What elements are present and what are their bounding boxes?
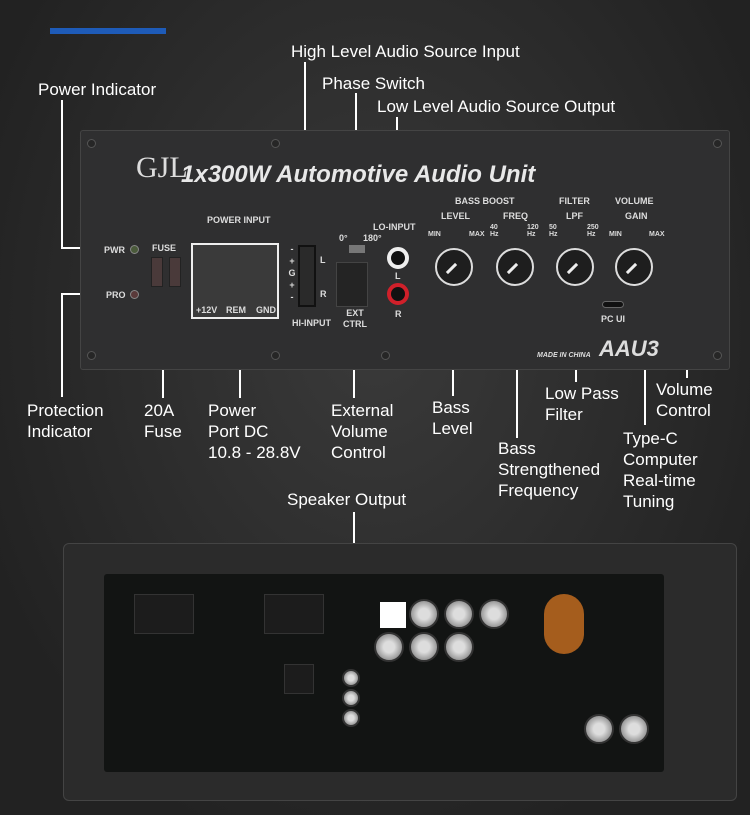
screw-icon <box>271 139 280 148</box>
callout-phase-switch: Phase Switch <box>322 74 425 93</box>
gain-max: MAX <box>649 231 665 238</box>
capacitor <box>444 632 474 662</box>
capacitor <box>342 689 360 707</box>
capacitor <box>342 669 360 687</box>
level-label: LEVEL <box>441 211 471 221</box>
capacitor <box>342 709 360 727</box>
rca-right-jack[interactable] <box>387 283 409 305</box>
pin-label: + <box>289 280 295 290</box>
bass-level-knob[interactable] <box>435 248 473 286</box>
callout-speaker-output: Speaker Output <box>287 490 407 509</box>
pcb <box>104 574 664 772</box>
screw-icon <box>87 139 96 148</box>
screw-icon <box>713 139 722 148</box>
hi-input-connector[interactable] <box>298 245 316 307</box>
capacitor <box>374 632 404 662</box>
usb-c-port[interactable] <box>602 301 624 308</box>
amplifier-front-panel: GJL 1x300W Automotive Audio Unit PWR PRO… <box>80 130 730 370</box>
power-led <box>130 245 139 254</box>
freq-label: FREQ <box>503 211 529 221</box>
terminal-gnd-label: GND <box>256 305 276 315</box>
hi-input-label: HI-INPUT <box>292 318 331 328</box>
phase-180-label: 180° <box>363 233 382 243</box>
capacitor <box>584 714 614 744</box>
pin-label: - <box>290 244 294 254</box>
pro-label: PRO <box>106 290 126 300</box>
power-input-label: POWER INPUT <box>207 215 271 225</box>
lpf-max: 250 Hz <box>587 224 599 238</box>
lpf-min: 50 Hz <box>549 224 558 238</box>
screw-icon <box>381 351 390 360</box>
gain-knob[interactable] <box>615 248 653 286</box>
brand-logo: GJL <box>136 151 188 184</box>
gain-label: GAIN <box>625 211 648 221</box>
chip <box>134 594 194 634</box>
lo-r-label: R <box>395 309 402 319</box>
capacitor <box>409 599 439 629</box>
rca-left-jack[interactable] <box>387 247 409 269</box>
bass-freq-knob[interactable] <box>496 248 534 286</box>
pin-label: - <box>290 292 294 302</box>
hi-r-label: R <box>320 289 327 299</box>
ctrl-label: CTRL <box>343 319 367 329</box>
freq-min: 40 Hz <box>490 224 499 238</box>
callout-low-level-output: Low Level Audio Source Output <box>377 97 616 116</box>
amplifier-circuit-board-panel <box>63 543 737 801</box>
phase-switch[interactable] <box>349 245 365 253</box>
phase-0-label: 0° <box>339 233 348 243</box>
screw-icon <box>713 351 722 360</box>
accent-bar <box>50 28 166 34</box>
volume-label: VOLUME <box>615 196 654 206</box>
lpf-label: LPF <box>566 211 583 221</box>
power-terminal-block[interactable]: +12V REM GND <box>191 243 279 319</box>
pc-ui-label: PC UI <box>601 314 626 324</box>
capacitor <box>409 632 439 662</box>
lo-input-label: LO-INPUT <box>373 222 416 232</box>
screw-icon <box>87 351 96 360</box>
chip <box>284 664 314 694</box>
speaker-output-connector[interactable] <box>380 602 406 628</box>
capacitor <box>444 599 474 629</box>
level-min: MIN <box>428 231 441 238</box>
panel-title: 1x300W Automotive Audio Unit <box>181 161 536 188</box>
fuse-slot[interactable] <box>151 257 163 287</box>
bass-boost-label: BASS BOOST <box>455 196 515 206</box>
terminal-12v-label: +12V <box>196 305 218 315</box>
chip <box>264 594 324 634</box>
ext-label: EXT <box>346 308 364 318</box>
fuse-label: FUSE <box>152 243 177 253</box>
fuse-slot[interactable] <box>169 257 181 287</box>
made-in-label: MADE IN CHINA <box>537 352 591 359</box>
screw-icon <box>271 351 280 360</box>
pwr-label: PWR <box>104 245 125 255</box>
capacitor <box>619 714 649 744</box>
pin-label: G <box>288 268 296 278</box>
inductor <box>544 594 584 654</box>
lo-l-label: L <box>395 271 401 281</box>
protection-led <box>130 290 139 299</box>
ext-ctrl-port[interactable] <box>336 262 368 307</box>
freq-max: 120 Hz <box>527 224 539 238</box>
pin-label: + <box>289 256 295 266</box>
hi-l-label: L <box>320 255 326 265</box>
terminal-rem-label: REM <box>226 305 246 315</box>
gain-min: MIN <box>609 231 622 238</box>
filter-label: FILTER <box>559 196 590 206</box>
callout-power-indicator: Power Indicator <box>38 80 157 99</box>
callout-high-level-input: High Level Audio Source Input <box>291 42 520 61</box>
capacitor <box>479 599 509 629</box>
lpf-knob[interactable] <box>556 248 594 286</box>
level-max: MAX <box>469 231 485 238</box>
model-label: AAU3 <box>599 336 659 361</box>
